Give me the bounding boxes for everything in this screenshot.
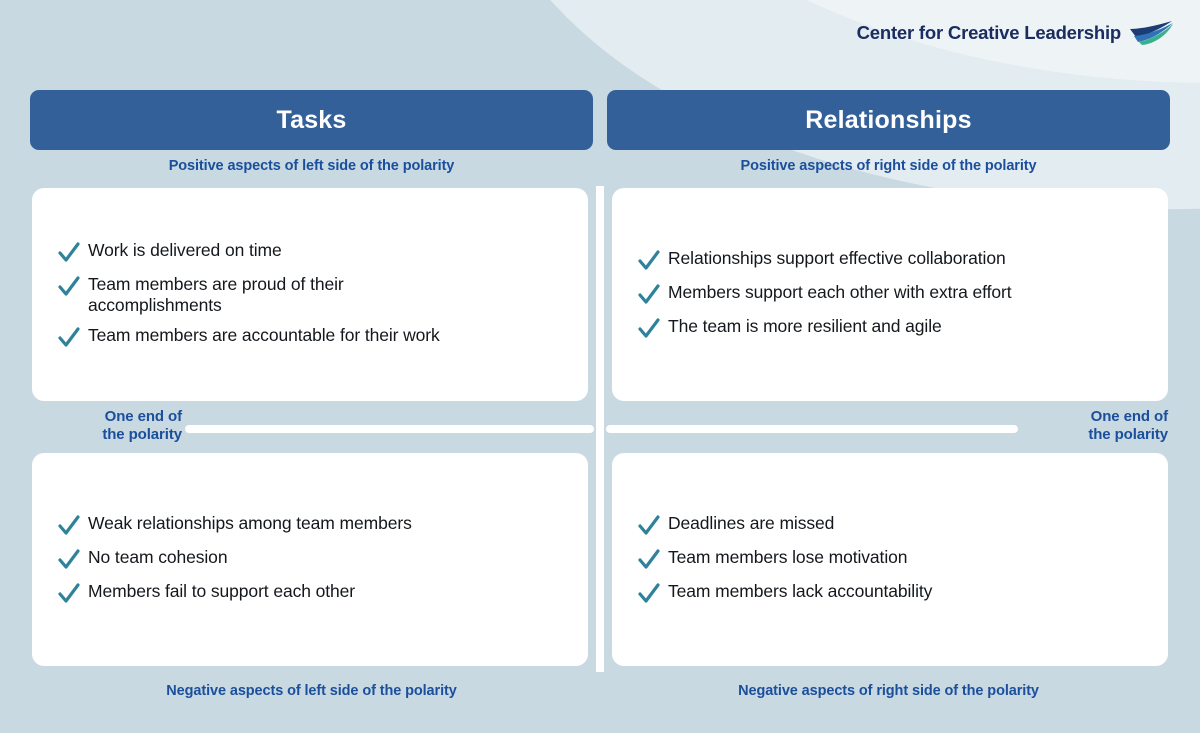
list-item-label: Team members are proud of their accompli… [88, 273, 344, 315]
check-icon [58, 583, 80, 603]
list-item-label: Team members lack accountability [668, 581, 933, 601]
quadrant-header-tasks: Tasks [30, 90, 593, 150]
polarity-label-left-line1: One end of [104, 408, 182, 425]
list-item-label: The team is more resilient and agile [668, 316, 942, 336]
card-tasks-positive: Work is delivered on time Team members a… [32, 188, 588, 401]
ccl-swoosh-icon [1130, 21, 1173, 45]
bullet-list-relationships-positive: Relationships support effective collabor… [638, 248, 1142, 341]
check-icon [638, 318, 660, 338]
list-item: Weak relationships among team members [58, 513, 562, 538]
polarity-label-left: One end of the polarity [42, 408, 182, 443]
list-item-label: Members fail to support each other [88, 581, 356, 601]
caption-negative-right: Negative aspects of right side of the po… [738, 683, 1039, 699]
check-icon [58, 275, 80, 296]
vertical-divider [596, 186, 604, 672]
list-item: Members fail to support each other [58, 581, 562, 606]
list-item: No team cohesion [58, 547, 562, 572]
polarity-label-right-line2: the polarity [1088, 425, 1168, 443]
quadrant-header-row: Tasks Relationships [0, 90, 1200, 150]
polarity-label-right-line1: One end of [1090, 408, 1168, 425]
bullet-list-relationships-negative: Deadlines are missed Team members lose m… [638, 513, 1142, 606]
logo-wordmark: Center for Creative Leadership [856, 22, 1122, 43]
caption-positive-right: Positive aspects of right side of the po… [740, 158, 1037, 174]
list-item: The team is more resilient and agile [638, 316, 1142, 341]
card-relationships-negative: Deadlines are missed Team members lose m… [612, 453, 1168, 666]
list-item: Team members lose motivation [638, 547, 1142, 572]
list-item: Relationships support effective collabor… [638, 248, 1142, 273]
list-item-label: Work is delivered on time [88, 239, 282, 260]
horizontal-line-right [606, 425, 1018, 433]
check-icon [58, 241, 80, 262]
polarity-label-right: One end of the polarity [1018, 408, 1168, 443]
list-item: Team members are proud of their accompli… [58, 274, 562, 316]
list-item: Team members are accountable for their w… [58, 325, 562, 350]
caption-negative-left: Negative aspects of left side of the pol… [166, 683, 457, 699]
card-tasks-negative: Weak relationships among team members No… [32, 453, 588, 666]
check-icon [58, 326, 80, 347]
check-icon [638, 250, 660, 270]
list-item-label: Relationships support effective collabor… [668, 248, 1006, 268]
bullet-list-tasks-positive: Work is delivered on time Team members a… [58, 240, 562, 350]
check-icon [58, 515, 80, 535]
horizontal-line-left [185, 425, 594, 433]
list-item-label: No team cohesion [88, 547, 228, 567]
list-item-label: Team members are accountable for their w… [88, 324, 440, 345]
check-icon [58, 549, 80, 569]
list-item: Team members lack accountability [638, 581, 1142, 606]
list-item: Members support each other with extra ef… [638, 282, 1142, 307]
caption-positive-left: Positive aspects of left side of the pol… [168, 158, 455, 174]
check-icon [638, 583, 660, 603]
check-icon [638, 515, 660, 535]
negative-caption-row: Negative aspects of left side of the pol… [0, 683, 1200, 699]
list-item: Work is delivered on time [58, 240, 562, 265]
quadrant-header-relationships: Relationships [607, 90, 1170, 150]
card-relationships-positive: Relationships support effective collabor… [612, 188, 1168, 401]
list-item: Deadlines are missed [638, 513, 1142, 538]
ccl-logo: Center for Creative Leadership [857, 20, 1174, 46]
list-item-label: Team members lose motivation [668, 547, 908, 567]
bullet-list-tasks-negative: Weak relationships among team members No… [58, 513, 562, 606]
polarity-label-left-line2: the polarity [102, 425, 182, 443]
positive-caption-row: Positive aspects of left side of the pol… [0, 158, 1200, 174]
list-item-label: Members support each other with extra ef… [668, 282, 1012, 302]
check-icon [638, 549, 660, 569]
check-icon [638, 284, 660, 304]
list-item-label: Deadlines are missed [668, 513, 835, 533]
list-item-label: Weak relationships among team members [88, 513, 412, 533]
